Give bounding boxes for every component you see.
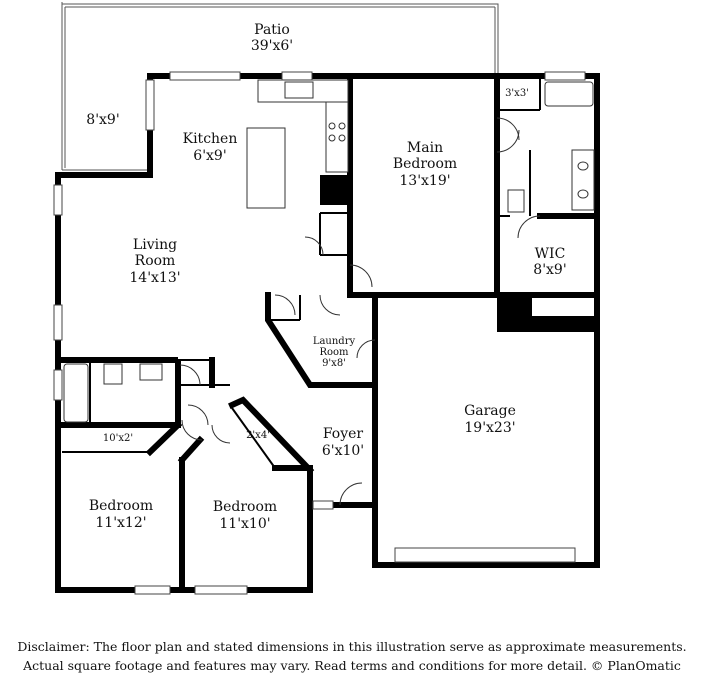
living-room-dim: 14'x13' [129,270,180,286]
patio-outline [61,2,499,171]
foyer-name: Foyer [323,426,364,442]
wic-dim: 8'x9' [533,262,566,278]
patio-nook-dim: 8'x9' [86,112,119,128]
disclaimer: Disclaimer: The floor plan and stated di… [0,637,704,675]
kitchen-name: Kitchen [183,131,238,147]
disclaimer-line-1: Disclaimer: The floor plan and stated di… [17,639,687,654]
laundry-room-name-1: Laundry [313,336,356,347]
room-labels: Patio 39'x6' 8'x9' Kitchen 6'x9' Main Be… [86,22,566,532]
windows [53,71,586,595]
laundry-room-name-2: Room [319,347,349,358]
bedroom-right-dim: 11'x10' [219,516,270,532]
wic-name: WIC [535,246,566,262]
closet-small-dim: 3'x3' [505,88,529,99]
garage-dim: 19'x23' [464,420,515,436]
kitchen-fixtures [246,79,349,209]
garage-name: Garage [464,403,516,419]
main-bedroom-name-2: Bedroom [393,156,457,172]
laundry-room-dim: 9'x8' [322,358,346,369]
patio-name: Patio [254,22,290,38]
structural-blocks [320,175,597,332]
bath-fixtures [63,81,595,423]
bedroom-left-name: Bedroom [89,498,153,514]
hall-closet-dim: 10'x2' [103,433,133,444]
closet-2x4-dim: 2'x4' [246,430,270,441]
bedroom-left-dim: 11'x12' [95,515,146,531]
main-bedroom-name-1: Main [407,140,443,156]
living-room-name-2: Room [135,253,176,269]
doors [179,117,541,506]
kitchen-dim: 6'x9' [193,148,226,164]
patio-dim: 39'x6' [251,38,293,54]
living-room-name-1: Living [133,237,177,253]
bedroom-right-name: Bedroom [213,499,277,515]
foyer-dim: 6'x10' [322,443,364,459]
main-bedroom-dim: 13'x19' [399,173,450,189]
disclaimer-line-2: Actual square footage and features may v… [23,658,681,673]
